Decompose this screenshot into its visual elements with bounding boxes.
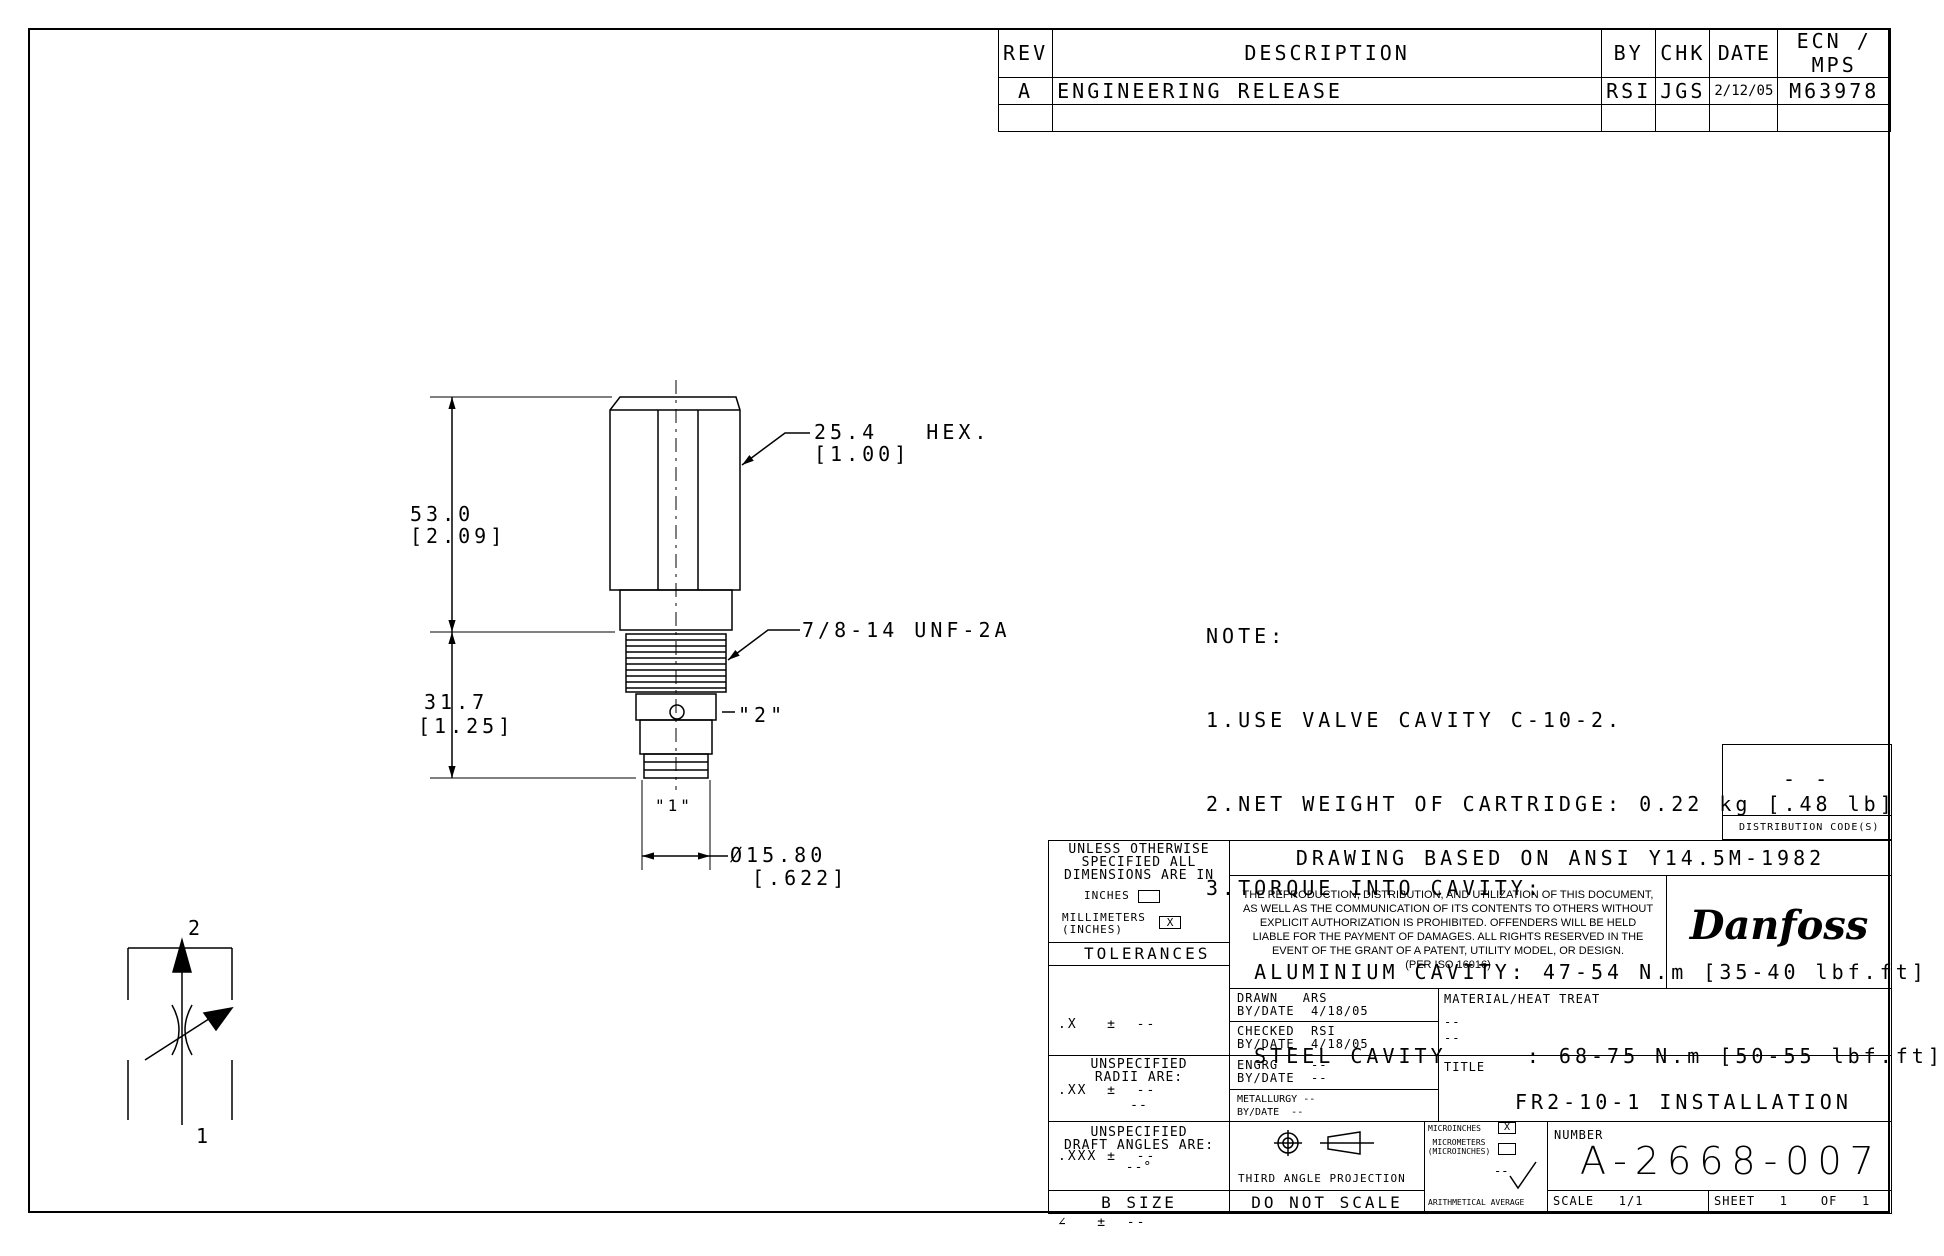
port-1-label: "1" xyxy=(655,796,693,815)
chk-cell: JGS xyxy=(1655,77,1711,105)
diameter-dimension-inch: [.622] xyxy=(752,866,849,890)
table-row: A ENGINEERING RELEASE RSI JGS 2/12/05 M6… xyxy=(997,77,1891,105)
material-label: MATERIAL/HEAT TREAT xyxy=(1444,992,1601,1006)
adjustable-arrow-icon xyxy=(202,1006,234,1032)
millimeters-checkbox: X xyxy=(1159,916,1181,929)
draft-angles-label: UNSPECIFIED DRAFT ANGLES ARE: xyxy=(1063,1125,1215,1153)
note-line: NOTE: xyxy=(1206,624,1287,648)
description-cell: ENGINEERING RELEASE xyxy=(1052,77,1603,105)
tolerances-label: TOLERANCES xyxy=(1084,944,1211,963)
note-line: 1.USE VALVE CAVITY C-10-2. xyxy=(1206,708,1624,732)
drawn-by: DRAWN ARS BY/DATE 4/18/05 xyxy=(1237,991,1369,1018)
overall-length-inch: [2.09] xyxy=(410,524,507,548)
description-header: DESCRIPTION xyxy=(1052,28,1603,78)
chk-header: CHK xyxy=(1655,28,1711,78)
date-cell: 2/12/05 xyxy=(1709,77,1779,105)
drawing-standard: DRAWING BASED ON ANSI Y14.5M-1982 xyxy=(1295,846,1826,870)
surface-finish-icon xyxy=(1509,1161,1537,1190)
scale-label: SCALE 1/1 xyxy=(1553,1194,1644,1208)
size-label: B SIZE xyxy=(1101,1193,1177,1212)
draft-angles-value: --° xyxy=(1125,1160,1153,1175)
rev-header: REV xyxy=(997,28,1054,78)
arithmetical-average: ARITHMETICAL AVERAGE xyxy=(1428,1198,1525,1207)
distribution-code: - - xyxy=(1783,767,1832,791)
danfoss-logo: Danfoss xyxy=(1689,902,1869,949)
micrometers-label: MICROMETERS (MICROINCHES) xyxy=(1427,1138,1491,1156)
sheet-label: SHEET 1 OF 1 xyxy=(1714,1194,1871,1208)
engineering-by: ENGRG -- BY/DATE -- xyxy=(1237,1058,1328,1085)
radii-value: -- xyxy=(1130,1098,1148,1113)
distribution-box: - - DISTRIBUTION CODE(S) xyxy=(1722,744,1892,840)
table-row xyxy=(997,104,1891,132)
sheet-cell xyxy=(1708,1190,1892,1214)
date-header: DATE xyxy=(1709,28,1779,78)
cartridge-drawing xyxy=(127,380,810,1125)
inches-checkbox xyxy=(1137,889,1160,903)
note-line: 3.TORQUE INTO CAVITY: xyxy=(1206,876,1543,900)
radii-label: UNSPECIFIED RADII ARE: xyxy=(1090,1057,1188,1085)
drawing-frame xyxy=(28,28,1890,1213)
by-cell: RSI xyxy=(1601,77,1657,105)
checked-by: CHECKED RSI BY/DATE 4/18/05 xyxy=(1237,1024,1369,1051)
note-line: 2.NET WEIGHT OF CARTRIDGE: 0.22 kg [.48 … xyxy=(1206,792,1896,816)
projection-label: THIRD ANGLE PROJECTION xyxy=(1238,1172,1406,1185)
microinches-checkbox: X xyxy=(1498,1122,1516,1134)
symbol-port-1: 1 xyxy=(196,1124,213,1148)
hydraulic-symbol xyxy=(127,937,234,1125)
microinches-label: MICROINCHES xyxy=(1428,1124,1481,1133)
tolerance-rows: .X ± -- .XX ± -- .XXX ± -- ∠ ± -- xyxy=(1058,1017,1157,1230)
thread-spec: 7/8-14 UNF-2A xyxy=(802,618,1011,642)
drawing-number: A-2668-007 xyxy=(1580,1139,1882,1183)
metallurgy-by: METALLURGY -- BY/DATE -- xyxy=(1237,1094,1316,1118)
number-label: NUMBER xyxy=(1554,1128,1604,1142)
diameter-dimension: Ø15.80 xyxy=(730,843,827,867)
third-angle-projection-icon xyxy=(1274,1130,1374,1156)
roughness-value: -- xyxy=(1494,1164,1509,1178)
do-not-scale: DO NOT SCALE xyxy=(1251,1193,1403,1212)
notes: NOTE: 1.USE VALVE CAVITY C-10-2. 2.NET W… xyxy=(1206,566,1944,1098)
rev-cell: A xyxy=(997,77,1054,105)
hex-dimension-inch: [1.00] xyxy=(814,442,911,466)
lower-length-inch: [1.25] xyxy=(418,714,515,738)
distribution-label: DISTRIBUTION CODE(S) xyxy=(1739,822,1880,833)
title-label: TITLE xyxy=(1444,1060,1486,1074)
hex-body-outline xyxy=(609,396,741,591)
note-line: ALUMINIUM CAVITY: 47-54 N.m [35-40 lbf.f… xyxy=(1206,960,1928,984)
revision-table: REV DESCRIPTION BY CHK DATE ECN / MPS A … xyxy=(997,28,1891,132)
port-2-label: "2" xyxy=(738,703,787,727)
material-value: -- -- xyxy=(1444,1015,1461,1045)
overall-length: 53.0 xyxy=(410,502,475,526)
hex-dimension: 25.4 HEX. xyxy=(814,420,991,444)
micrometers-checkbox xyxy=(1498,1143,1516,1155)
drawing-title: FR2-10-1 INSTALLATION xyxy=(1515,1090,1852,1114)
legal-notice: THE REPRODUCTION, DISTRIBUTION, AND UTIL… xyxy=(1242,889,1654,971)
unless-otherwise: UNLESS OTHERWISE SPECIFIED ALL DIMENSION… xyxy=(1063,842,1215,883)
arrow-up-icon xyxy=(172,937,192,973)
inches-option: INCHES xyxy=(1084,889,1160,903)
millimeters-option: MILLIMETERS (INCHES) xyxy=(1062,911,1146,936)
note-line: STEEL CAVITY : 68-75 N.m [50-55 lbf.ft] xyxy=(1206,1044,1944,1068)
symbol-port-2: 2 xyxy=(188,916,205,940)
lower-length: 31.7 xyxy=(424,690,489,714)
